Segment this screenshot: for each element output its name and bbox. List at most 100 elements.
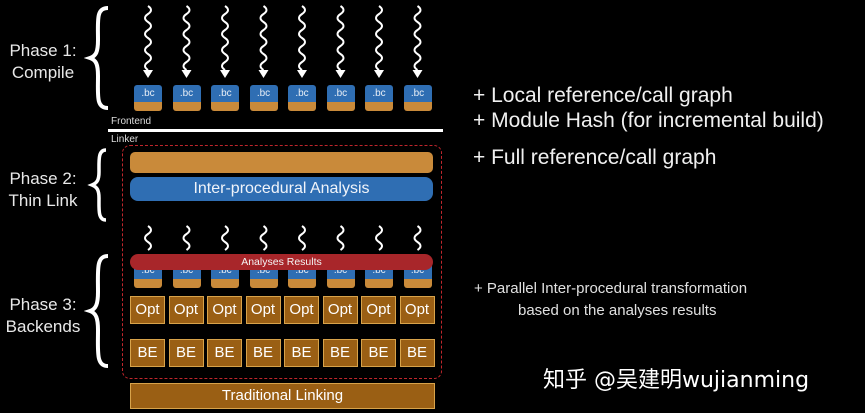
analysis-bar-label: Inter-procedural Analysis [193, 180, 370, 197]
input-squiggle-arrows [143, 5, 423, 78]
note-parallel-line2: based on the analyses results [518, 302, 717, 319]
frontend-bc-module-0: .bc [134, 85, 162, 111]
traditional-linking-label: Traditional Linking [221, 387, 344, 404]
squiggle-line-0 [144, 5, 152, 71]
watermark: 知乎 @吴建明wujianming [543, 368, 810, 393]
phase2-title: Phase 2: [9, 169, 77, 188]
squiggle-line-7 [413, 5, 422, 71]
phase3-label: Phase 3: Backends [2, 294, 84, 338]
squiggle-line-2 [221, 5, 229, 71]
bc-summary-stripe [365, 102, 393, 111]
frontend-bc-module-7: .bc [403, 85, 432, 111]
bc-label: .bc [365, 85, 393, 102]
phase2-subtitle: Thin Link [8, 191, 78, 210]
frontend-bc-module-6: .bc [365, 85, 393, 111]
frontend-label: Frontend [111, 116, 152, 127]
squiggle-line-7 [413, 225, 422, 251]
phase1-label: Phase 1: Compile [2, 40, 84, 84]
bc-label: .bc [403, 85, 432, 102]
squiggle-line-3 [259, 5, 268, 71]
squiggle-line-5 [336, 5, 345, 71]
bc-label: .bc [249, 85, 278, 102]
bc-summary-stripe [134, 102, 162, 111]
opt-box-1: Opt [168, 296, 204, 324]
squiggle-line-0 [144, 225, 152, 251]
be-box-5: BE [322, 339, 358, 367]
bc-summary-stripe [403, 279, 432, 288]
be-box-7: BE [399, 339, 435, 367]
squiggle-line-5 [336, 225, 345, 251]
arrow-head-7 [412, 70, 423, 78]
bc-summary-stripe [172, 279, 201, 288]
note-parallel-line1: + Parallel Inter-procedural transformati… [474, 280, 748, 297]
phase-braces [84, 6, 109, 368]
phase2-brace [87, 148, 107, 222]
arrow-head-3 [258, 70, 269, 78]
frontend-bc-module-1: .bc [172, 85, 201, 111]
be-box-4: BE [284, 339, 319, 367]
frontend-bc-module-3: .bc [249, 85, 278, 111]
bc-summary-stripe [326, 279, 355, 288]
arrow-head-6 [374, 70, 384, 78]
analyses-results-bar: Analyses Results [130, 254, 433, 270]
bc-summary-stripe [211, 102, 239, 111]
arrow-head-1 [181, 70, 192, 78]
be-box-6: BE [361, 339, 396, 367]
bc-label: .bc [211, 85, 239, 102]
squiggle-line-1 [182, 5, 191, 71]
squiggle-line-4 [298, 5, 306, 71]
be-box-0: BE [130, 339, 165, 367]
analysis-squiggle-arrows [144, 225, 422, 251]
analyses-results-label: Analyses Results [241, 256, 322, 268]
thinlto-dashed-region [122, 145, 442, 379]
bc-summary-stripe [403, 102, 432, 111]
bc-summary-stripe [288, 279, 316, 288]
squiggle-line-2 [221, 225, 229, 251]
compiled-modules-row: .bc .bc .bc .bc .bc .bc .bc .bc [134, 85, 434, 113]
phase3-brace [84, 254, 109, 368]
squiggle-line-6 [375, 5, 383, 71]
phase3-title: Phase 3: [9, 295, 77, 314]
bc-summary-stripe [365, 279, 393, 288]
note-full-graph: + Full reference/call graph [473, 146, 717, 169]
arrow-head-5 [335, 70, 346, 78]
inter-procedural-analysis-bar: Inter-procedural Analysis [130, 177, 433, 201]
opt-box-5: Opt [322, 296, 358, 324]
note-local-graph: + Local reference/call graph [473, 84, 733, 107]
bc-label: .bc [172, 85, 201, 102]
combined-summary-bar [130, 152, 433, 173]
opt-box-7: Opt [399, 296, 435, 324]
squiggle-line-6 [375, 225, 383, 251]
bc-summary-stripe [211, 279, 239, 288]
be-box-1: BE [168, 339, 204, 367]
bc-summary-stripe [249, 279, 278, 288]
phase1-title: Phase 1: [9, 41, 77, 60]
bc-summary-stripe [249, 102, 278, 111]
linker-label: Linker [111, 134, 139, 145]
frontend-linker-divider [108, 129, 443, 132]
frontend-bc-module-2: .bc [211, 85, 239, 111]
phase1-brace [84, 6, 109, 110]
opt-box-4: Opt [284, 296, 319, 324]
bc-label: .bc [288, 85, 316, 102]
frontend-bc-module-4: .bc [288, 85, 316, 111]
frontend-bc-module-5: .bc [326, 85, 355, 111]
opt-box-2: Opt [207, 296, 242, 324]
arrow-head-4 [297, 70, 307, 78]
squiggle-line-4 [298, 225, 306, 251]
bc-summary-stripe [172, 102, 201, 111]
squiggle-line-1 [182, 225, 191, 251]
opt-box-6: Opt [361, 296, 396, 324]
bc-summary-stripe [326, 102, 355, 111]
squiggle-line-3 [259, 225, 268, 251]
bc-summary-stripe [134, 279, 162, 288]
opt-box-3: Opt [245, 296, 281, 324]
bc-summary-stripe [288, 102, 316, 111]
phase3-subtitle: Backends [5, 317, 81, 336]
phase2-label: Phase 2: Thin Link [2, 168, 84, 212]
arrow-head-0 [143, 70, 153, 78]
bc-label: .bc [134, 85, 162, 102]
bc-label: .bc [326, 85, 355, 102]
